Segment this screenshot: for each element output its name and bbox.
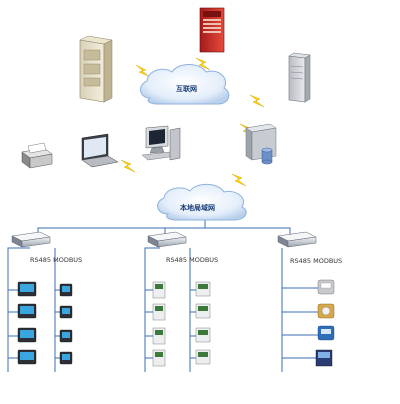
gas-meter-icon — [317, 279, 335, 295]
database-icon — [261, 147, 273, 165]
tower-server-right — [288, 52, 311, 103]
water-meter-icon — [317, 303, 335, 319]
lightning-bolt-icon — [231, 173, 247, 187]
switch-right — [277, 231, 317, 248]
laptop-icon — [81, 133, 119, 168]
remote-server-red — [199, 7, 225, 53]
mid-meters-a — [152, 281, 166, 367]
lightning-bolt-icon — [135, 64, 151, 78]
heat-meter-icon — [317, 325, 335, 341]
internet-label: 互联网 — [176, 85, 197, 93]
tower-server-left — [79, 35, 113, 103]
desktop-computer-icon — [141, 125, 181, 161]
left-meters-b — [59, 283, 73, 365]
collector-device-icon — [315, 349, 333, 367]
cable-lines — [7, 218, 318, 372]
mid-meters-b — [195, 281, 211, 365]
switch-left — [11, 231, 51, 248]
lan-cloud — [157, 183, 247, 221]
switch-right-sub: RS485 MODBUS — [290, 257, 343, 265]
data-relay-server — [245, 123, 277, 165]
printer-icon — [21, 142, 53, 169]
lightning-bolt-icon — [249, 94, 265, 108]
switch-mid-label: RS485 MODBUS — [166, 256, 219, 264]
switch-left-label: RS485 MODBUS — [30, 256, 83, 264]
lightning-bolt-icon — [120, 159, 136, 173]
lan-label: 本地局域网 — [180, 204, 215, 212]
internet-cloud — [139, 64, 230, 105]
left-meters-a — [17, 281, 37, 365]
switch-middle — [147, 231, 187, 248]
lightning-bolt-icon — [195, 57, 211, 71]
